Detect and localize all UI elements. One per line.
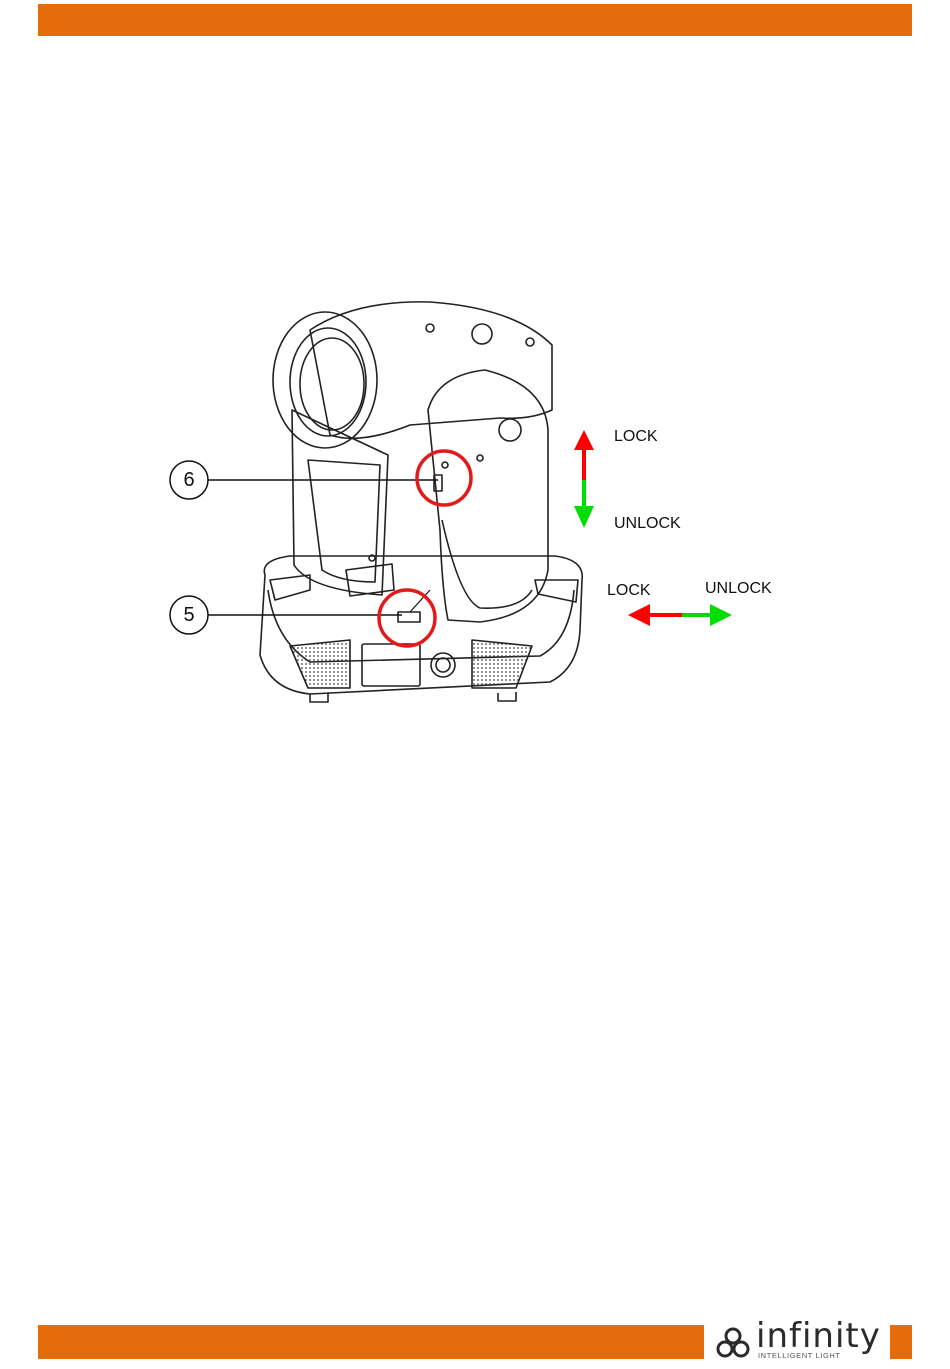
lock-5-highlight: [379, 590, 435, 646]
horizontal-lock-arrow: [628, 602, 734, 628]
lock-up-arrow-icon: [574, 430, 594, 450]
horizontal-lock-label: LOCK: [607, 582, 651, 600]
callout-5-number: 5: [169, 604, 209, 627]
unlock-down-arrow-icon: [574, 506, 594, 528]
logo-wordmark: infinity: [756, 1316, 881, 1356]
callout-6-number: 6: [169, 469, 209, 492]
infinity-logo: infinity INTELLIGENT LIGHT: [712, 1322, 888, 1362]
lock-6-highlight: [417, 451, 471, 505]
unlock-right-arrow-icon: [710, 604, 732, 626]
vertical-unlock-label: UNLOCK: [614, 515, 681, 533]
header-bar: [38, 4, 912, 36]
footer-bar: [38, 1325, 704, 1359]
vertical-lock-label: LOCK: [614, 428, 658, 446]
infinity-knot-icon: [714, 1326, 752, 1360]
lens-ring-icon: [273, 312, 377, 448]
arm-logo-icon: [499, 419, 521, 441]
logo-tagline: INTELLIGENT LIGHT: [758, 1351, 841, 1360]
base-display-icon: [362, 644, 420, 686]
lock-left-arrow-icon: [628, 604, 650, 626]
fixture-illustration: [160, 290, 640, 730]
base-knob-icon: [431, 653, 455, 677]
fixture-head: [310, 302, 552, 438]
horizontal-unlock-label: UNLOCK: [705, 580, 772, 598]
footer-bar-end: [890, 1325, 912, 1359]
